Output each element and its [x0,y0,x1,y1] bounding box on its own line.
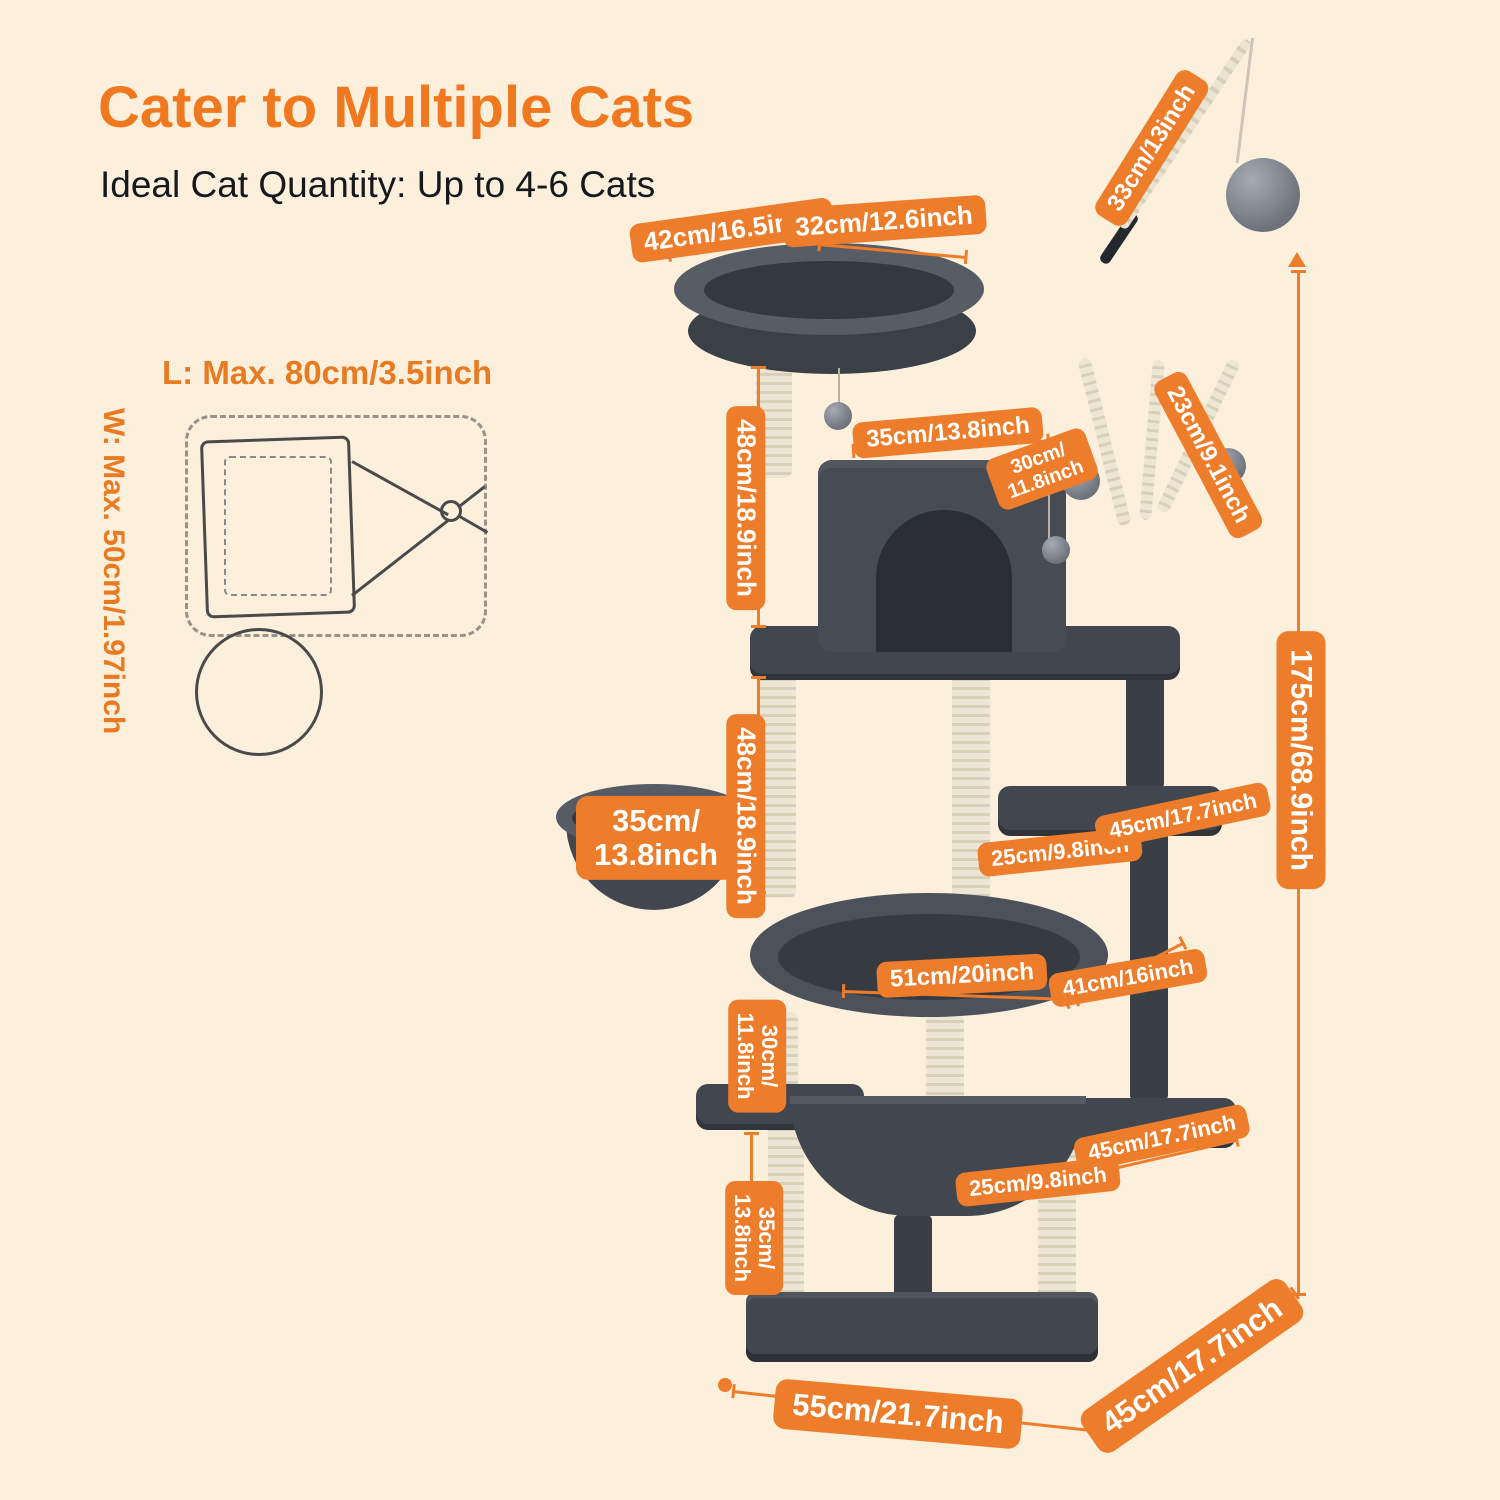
sisal-post-low-center [926,1014,964,1110]
condo-ball-string [1048,462,1050,540]
dim-lower-section-height: 30cm/ 11.8inch [727,999,787,1113]
marker-arrow-total-height-top [1288,252,1306,267]
hammock-sketch-pole-circle [195,628,323,756]
condo-pom-ball [1042,536,1070,564]
hammock-sketch-pad-inner [224,456,332,596]
dim-base-width: 55cm/21.7inch [772,1378,1024,1450]
marker-dot-base-left [718,1378,732,1392]
dim-total-height: 175cm/68.9inch [1276,631,1326,889]
dim-teaser-wand-length: 33cm/13inch [1091,66,1213,230]
page-title: Cater to Multiple Cats [98,75,695,140]
dark-post-mid-right [1126,672,1164,790]
condo-entrance [876,510,1012,652]
dim-base-section-height: 35cm/ 13.8inch [724,1180,784,1296]
hammock-length-label: L: Max. 80cm/3.5inch [162,354,493,391]
hammock-width-label: W: Max. 50cm/1.97inch [97,408,130,735]
hammock-sketch-hub [440,500,462,522]
base-board [746,1292,1098,1354]
dim-base-depth: 45cm/17.7inch [1076,1274,1308,1458]
dim-scratching-post-length: 23cm/9.1inch [1150,368,1266,542]
perch-ball-string [838,368,840,408]
dark-post-base-center [894,1214,932,1304]
page-subtitle: Ideal Cat Quantity: Up to 4-6 Cats [100,164,656,205]
top-perch-cushion [704,261,954,319]
dim-top-section-height: 48cm/18.9inch [726,406,766,610]
hammock-sketch-boundary [185,415,487,637]
dim-basket-diameter: 35cm/ 13.8inch [575,795,737,881]
perch-pom-ball [824,402,852,430]
teaser-wand-pom-ball [1226,158,1300,232]
